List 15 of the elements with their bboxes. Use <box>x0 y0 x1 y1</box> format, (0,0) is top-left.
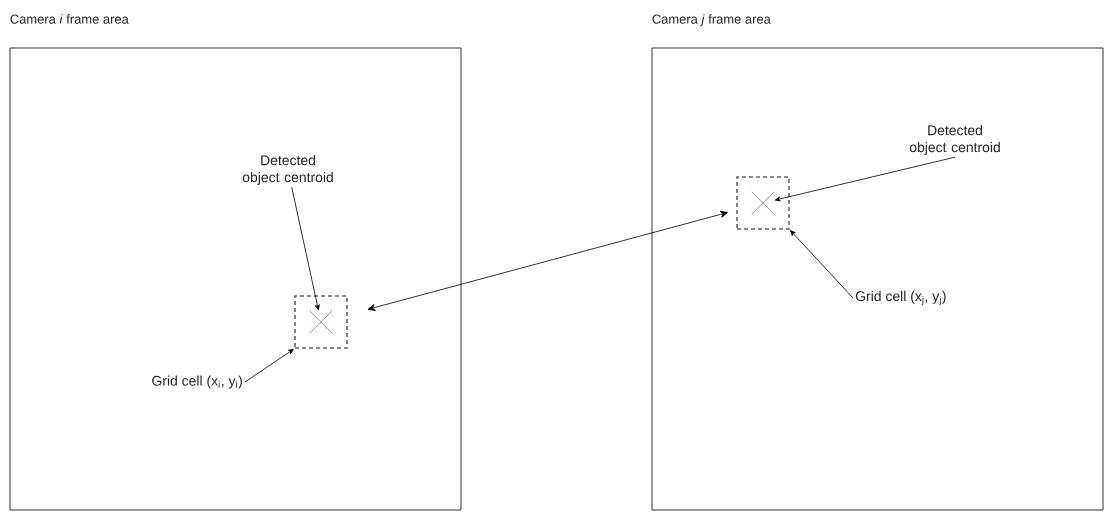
leader-line <box>790 230 854 299</box>
callout-text: Detected object centroid <box>909 125 1000 155</box>
leader-line <box>774 156 956 202</box>
callout-text: Grid cell (x$_{i}$, y$_{i}$) <box>152 375 242 389</box>
callout-text: Grid cell (x$_{j}$, y$_{j}$) <box>855 290 946 306</box>
frame-heading: Camera i frame area <box>10 14 129 24</box>
cross-mark <box>309 310 333 334</box>
double-arrow <box>367 210 728 311</box>
frame-heading: Camera j frame area <box>652 14 771 27</box>
grid-cell-box <box>294 295 348 349</box>
leader-line <box>244 348 294 383</box>
grid-cell-box <box>736 176 790 230</box>
cross-mark <box>751 191 775 215</box>
callout-text: Detected object centroid <box>242 155 333 185</box>
leader-line <box>291 186 320 311</box>
